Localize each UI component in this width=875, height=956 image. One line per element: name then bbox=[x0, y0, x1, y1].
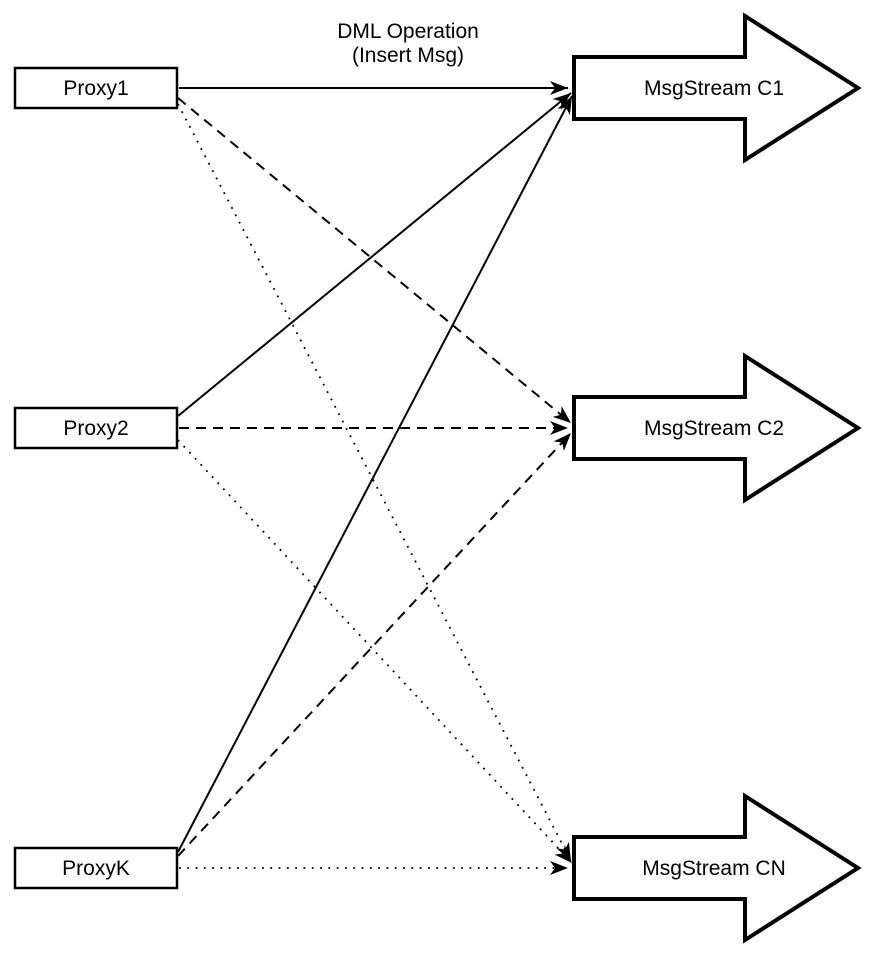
diagram-title-line1: DML Operation bbox=[337, 20, 479, 43]
proxyk-box bbox=[13, 846, 179, 890]
msgstream-c1-arrow bbox=[572, 12, 862, 164]
proxy1-label: Proxy1 bbox=[63, 77, 129, 100]
proxyk-label: ProxyK bbox=[62, 857, 130, 880]
connector-proxy1-to-cn bbox=[177, 103, 572, 862]
connector-proxyk-to-c2 bbox=[177, 432, 572, 857]
stream-c2-label: MsgStream C2 bbox=[643, 417, 785, 440]
connector-proxy2-to-c1 bbox=[177, 92, 572, 417]
diagram-title: DML Operation (Insert Msg) bbox=[337, 20, 479, 68]
msgstream-c2-arrow bbox=[572, 352, 862, 504]
proxy2-label: Proxy2 bbox=[63, 417, 129, 440]
connector-proxy1-to-c2 bbox=[177, 97, 572, 424]
connector-proxyk-to-c1 bbox=[177, 95, 573, 853]
stream-cn-label: MsgStream CN bbox=[642, 857, 786, 880]
msgstream-cn-arrow bbox=[572, 792, 862, 944]
proxy1-box bbox=[13, 66, 179, 110]
connector-proxy2-to-cn bbox=[177, 439, 573, 864]
stream-c1-label: MsgStream C1 bbox=[643, 77, 785, 100]
proxy2-box bbox=[13, 406, 179, 450]
diagram-title-line2: (Insert Msg) bbox=[351, 44, 464, 67]
